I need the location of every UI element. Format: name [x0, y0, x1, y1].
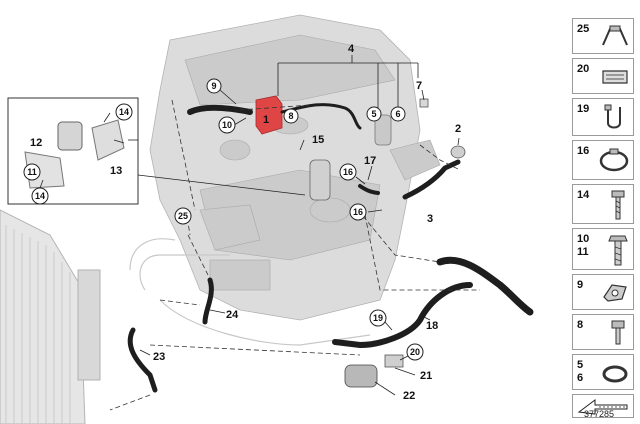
svg-text:25: 25 — [178, 211, 188, 221]
engine-block — [149, 14, 441, 321]
circled-callouts: 5 6 8 9 10 11 14 14 — [23, 78, 424, 361]
nut-icon — [603, 284, 627, 302]
legend-number: 5 — [577, 359, 584, 371]
clip-icon — [602, 25, 628, 46]
bolt-icon — [608, 235, 628, 266]
legend-item-25[interactable]: 25 — [572, 18, 634, 54]
callout-7: 7 — [416, 80, 422, 92]
leader-lines — [128, 55, 460, 396]
svg-text:20: 20 — [410, 347, 420, 357]
svg-text:14: 14 — [119, 107, 129, 117]
svg-text:9: 9 — [211, 81, 216, 91]
callout-24: 24 — [226, 309, 239, 321]
svg-text:10: 10 — [222, 120, 232, 130]
callout-9: 9 — [206, 78, 222, 94]
legend-item-5-6[interactable]: 5 6 — [572, 354, 634, 390]
callout-labels: 1 2 3 4 7 12 13 15 17 18 21 22 23 24 — [30, 43, 461, 402]
callout-13: 13 — [110, 165, 122, 177]
legend-item-10-11[interactable]: 10 11 — [572, 228, 634, 270]
legend-number: 25 — [577, 23, 590, 35]
callout-25: 25 — [174, 207, 192, 225]
legend-number: 8 — [577, 319, 584, 331]
hose-clamp-icon — [599, 148, 629, 172]
flow-arrow-icon — [577, 399, 628, 415]
part-1-highlighted-housing[interactable] — [255, 95, 283, 135]
diagram-reference-number: 377285 — [584, 409, 615, 419]
components — [309, 98, 466, 388]
spring-clip-icon — [602, 70, 628, 84]
ghost-coolant-pipe — [129, 238, 371, 346]
callout-10: 10 — [218, 116, 236, 134]
callout-20: 20 — [406, 343, 424, 361]
legend-number-secondary: 6 — [577, 372, 584, 384]
radiator — [0, 209, 101, 424]
hoses — [127, 103, 534, 393]
callout-22: 22 — [403, 390, 415, 402]
svg-text:11: 11 — [27, 167, 37, 177]
svg-text:5: 5 — [371, 109, 376, 119]
callout-8: 8 — [283, 108, 299, 124]
svg-text:16: 16 — [343, 167, 353, 177]
legend-number-secondary: 11 — [577, 246, 589, 258]
bracket-clip-icon — [604, 104, 621, 129]
legend-number: 16 — [577, 145, 590, 157]
small-bolt-icon — [611, 320, 625, 345]
callout-1: 1 — [263, 114, 269, 126]
screw-icon — [611, 190, 625, 220]
legend-number: 10 — [577, 233, 590, 245]
callout-21: 21 — [420, 370, 432, 382]
svg-text:6: 6 — [395, 109, 400, 119]
seal-ring-icon — [602, 365, 628, 383]
callout-18: 18 — [426, 320, 438, 332]
callout-11: 11 — [23, 163, 41, 181]
callout-12: 12 — [30, 137, 42, 149]
svg-text:8: 8 — [288, 111, 293, 121]
callout-2: 2 — [455, 123, 461, 135]
svg-text:14: 14 — [35, 191, 45, 201]
legend-item-20[interactable]: 20 — [572, 58, 634, 94]
callout-3: 3 — [427, 213, 433, 225]
callout-17: 17 — [364, 155, 376, 167]
legend-item-14[interactable]: 14 — [572, 184, 634, 224]
legend-item-8[interactable]: 8 — [572, 314, 634, 350]
legend-number: 20 — [577, 63, 590, 75]
legend-item-16[interactable]: 16 — [572, 140, 634, 180]
callout-6: 6 — [390, 106, 406, 122]
callout-4: 4 — [348, 43, 355, 55]
legend-item-19[interactable]: 19 — [572, 98, 634, 136]
legend-item-9[interactable]: 9 — [572, 274, 634, 310]
legend-number: 14 — [577, 189, 590, 201]
callout-16-upper: 16 — [339, 163, 357, 181]
legend-number: 19 — [577, 103, 590, 115]
dashed-assembly-lines — [109, 99, 480, 411]
callout-16-lower: 16 — [349, 203, 367, 221]
svg-text:16: 16 — [353, 207, 363, 217]
callout-19: 19 — [369, 309, 387, 327]
callout-14-bottom: 14 — [31, 187, 49, 205]
legend-number: 9 — [577, 279, 584, 291]
callout-14-top: 14 — [115, 103, 133, 121]
svg-text:19: 19 — [373, 313, 383, 323]
callout-5: 5 — [366, 106, 382, 122]
callout-15: 15 — [312, 134, 324, 146]
callout-23: 23 — [153, 351, 165, 363]
legend-item-flow-arrow — [572, 394, 634, 418]
